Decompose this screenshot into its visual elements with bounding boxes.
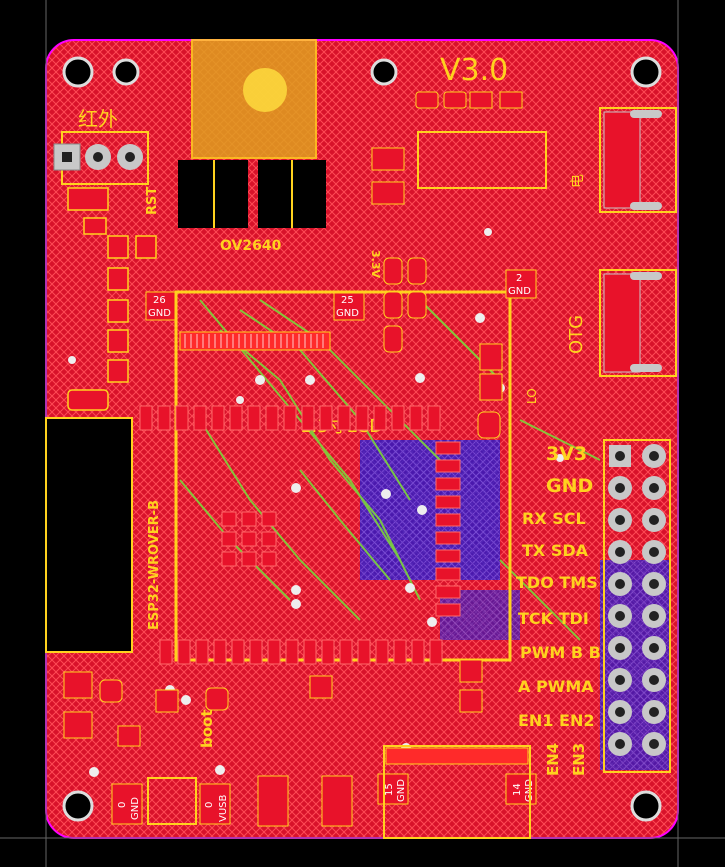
sd-connector (385, 747, 529, 765)
header-pin-hole (615, 643, 625, 653)
header-pin-hole (649, 579, 659, 589)
ic-outline-top (417, 131, 547, 189)
svg-text:2: 2 (516, 273, 522, 284)
header-pin-hole (649, 739, 659, 749)
usb-connector-otg (599, 269, 677, 377)
svg-text:14: 14 (512, 783, 523, 796)
pad-0-vusb (199, 783, 231, 825)
bottom-copper-area (360, 440, 500, 580)
svg-text:0: 0 (117, 802, 128, 808)
svg-text:VUSB: VUSB (218, 794, 229, 822)
pin-header-outline (603, 439, 671, 773)
header-label-gnd: GND (546, 475, 593, 497)
header-pin-hole (649, 483, 659, 493)
v33-label: 3.3V (369, 250, 382, 278)
left-pads (67, 187, 157, 411)
svg-text:GND: GND (396, 779, 407, 802)
header-pin-hole (649, 707, 659, 717)
module-bottom-pads (159, 639, 443, 665)
camera-label: OV2640 (220, 238, 282, 254)
header-label-en1-en2: EN1 EN2 (518, 711, 594, 730)
header-pin-hole (615, 739, 625, 749)
ir-pin-1 (53, 143, 81, 171)
header-pin-hole (615, 547, 625, 557)
header-pin-hole (649, 547, 659, 557)
svg-text:15: 15 (384, 783, 395, 796)
header-pin-hole (615, 515, 625, 525)
otg-label: OTG (566, 315, 587, 354)
svg-text:25: 25 (341, 295, 354, 306)
module-top-pads (139, 405, 441, 431)
header-pin-hole (615, 675, 625, 685)
module-right-pads (435, 441, 461, 617)
header-label-tx-sda: TX SDA (522, 541, 589, 560)
module-ground-pads (221, 511, 277, 567)
header-label-3v3: 3V3 (546, 443, 587, 465)
header-pin-hole (649, 515, 659, 525)
svg-text:0: 0 (204, 802, 215, 808)
ir-label: 红外 (78, 107, 118, 131)
power-switch (147, 777, 197, 825)
header-pin-hole (615, 451, 625, 461)
header-pin-hole (615, 611, 625, 621)
svg-text:GND: GND (130, 797, 141, 820)
header-pin-hole (615, 579, 625, 589)
pad-25 (333, 291, 365, 321)
pad-0-gnd (111, 783, 143, 825)
svg-text:26: 26 (153, 295, 166, 306)
boot-label: boot (198, 709, 216, 748)
header-pin-hole (615, 483, 625, 493)
header-label-tck-tdi: TCK TDI (518, 609, 589, 628)
header-pin-hole (615, 707, 625, 717)
header-pin-hole (649, 451, 659, 461)
header-label-pwmb: PWM B B (520, 643, 601, 662)
header-pin-hole (649, 643, 659, 653)
lo-label: LO (525, 388, 539, 404)
header-label-pwma: A PWMA (518, 677, 594, 696)
header-pin-hole (649, 611, 659, 621)
electric-label: 电 (570, 174, 586, 188)
header-label-rx-scl: RX SCL (522, 509, 586, 528)
pin-header-pins (608, 444, 666, 756)
pad-2 (505, 269, 537, 299)
svg-text:GND: GND (336, 308, 359, 319)
svg-text:GND: GND (148, 308, 171, 319)
header-label-en4: EN4 (544, 743, 562, 776)
header-label-tdo-tms: TDO TMS (516, 573, 598, 592)
header-label-en3: EN3 (570, 743, 588, 776)
module-label: ESP32-WROVER-B (147, 500, 162, 630)
version-label: V3.0 (440, 53, 508, 88)
mounting-holes (62, 56, 662, 822)
header-pin-hole (649, 675, 659, 685)
svg-text:GND: GND (508, 286, 531, 297)
rst-label: RST (145, 187, 160, 215)
left-antenna-cutout (45, 417, 133, 653)
usb-connector-top (599, 107, 677, 213)
